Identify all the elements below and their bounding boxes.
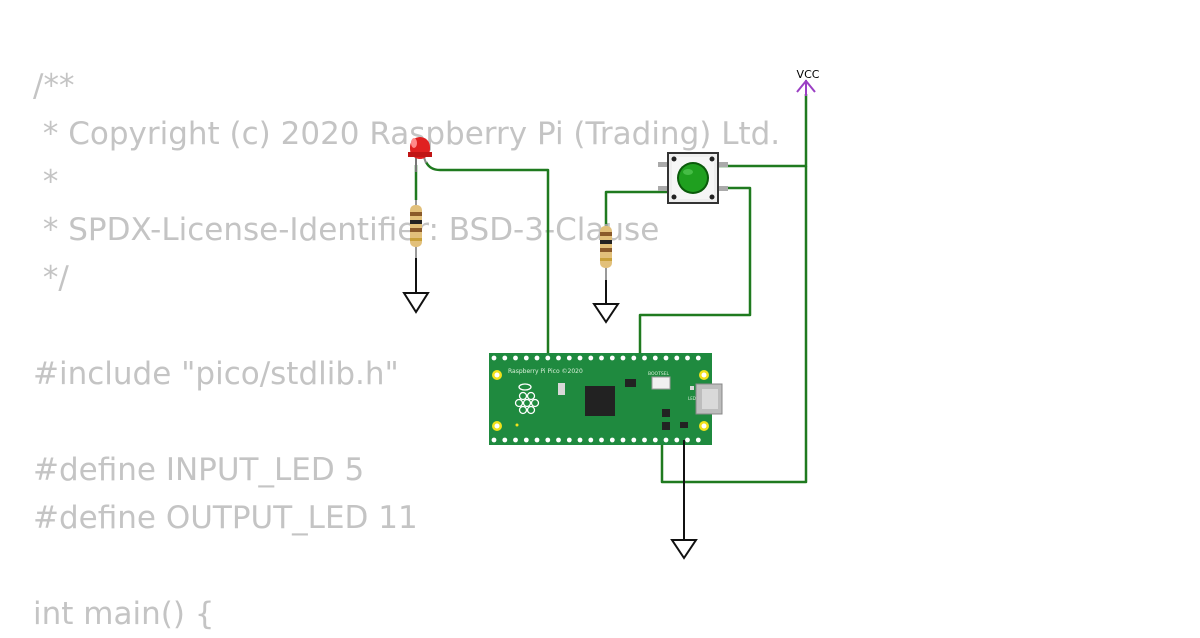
pico-pin[interactable] [545,437,551,443]
ground-symbol [592,303,620,324]
ground-symbol [670,539,698,560]
pico-pin[interactable] [566,355,572,361]
wire-pico-to-vcc[interactable] [660,166,808,484]
code-line: #define OUTPUT_LED 11 [33,500,418,536]
pico-pin[interactable] [652,355,658,361]
code-line: /** [33,68,75,104]
pico-pin[interactable] [566,437,572,443]
code-editor-background: /** * Copyright (c) 2020 Raspberry Pi (T… [33,62,780,638]
pico-pin[interactable] [631,437,637,443]
code-line: #define INPUT_LED 5 [33,452,365,488]
pico-pin[interactable] [609,355,615,361]
pico-pin[interactable] [556,355,561,361]
pico-pin[interactable] [674,355,680,361]
code-line: * SPDX-License-Identifier: BSD-3-Clause [33,212,660,248]
pico-pin[interactable] [523,355,529,361]
pico-pin[interactable] [663,437,669,443]
pico-pin[interactable] [663,355,669,361]
pico-silkscreen: Raspberry Pi Pico ©2020 [508,368,583,375]
pico-pin[interactable] [588,437,594,443]
red-led[interactable] [408,137,432,172]
pico-pin[interactable] [642,437,647,443]
raspberry-logo-icon [514,383,540,415]
vcc-symbol[interactable]: VCC [796,68,820,96]
pico-pin[interactable] [502,355,508,361]
pico-pins-bottom [491,437,701,443]
pico-pin[interactable] [588,355,594,361]
pico-pin[interactable] [545,355,551,361]
pico-pin[interactable] [534,437,540,443]
pico-pin[interactable] [534,355,540,361]
pico-pin[interactable] [642,355,647,361]
pico-pin[interactable] [577,437,583,443]
pico-pin[interactable] [599,437,604,443]
pico-pin[interactable] [599,355,604,361]
pico-pin[interactable] [685,437,690,443]
pico-pin[interactable] [577,355,583,361]
resistor-button[interactable] [600,224,612,284]
code-line: #include "pico/stdlib.h" [33,356,399,392]
pico-pin[interactable] [502,437,508,443]
pico-pin[interactable] [609,437,615,443]
pico-pin[interactable] [695,355,701,361]
resistor-led[interactable] [410,200,422,264]
pico-pin[interactable] [556,437,561,443]
pico-pin[interactable] [652,437,658,443]
code-line: */ [33,260,69,296]
wire-button-to-vcc[interactable] [718,94,808,168]
pico-pin[interactable] [513,437,518,443]
code-line: * [33,164,59,200]
led-label: LED [688,396,696,401]
bootsel-label: BOOTSEL [648,371,670,377]
pico-pin[interactable] [523,437,529,443]
raspberry-pi-pico[interactable]: Raspberry Pi Pico ©2020 BOOTSEL LED [489,353,723,445]
wire-resistor2-to-button[interactable] [604,190,668,228]
push-button[interactable] [658,152,728,204]
vcc-label: VCC [797,68,820,81]
pico-pins-top [491,355,701,361]
code-line: int main() { [33,596,215,632]
pico-pin[interactable] [620,437,626,443]
pico-pin[interactable] [491,355,497,361]
pico-pin[interactable] [674,437,680,443]
wire-led-to-pico[interactable] [424,161,550,358]
rp2040-chip [585,386,615,416]
pico-pin[interactable] [513,355,518,361]
pico-pin[interactable] [631,355,637,361]
pico-pin[interactable] [685,355,690,361]
code-line: * Copyright (c) 2020 Raspberry Pi (Tradi… [33,116,781,152]
pico-pin[interactable] [695,437,701,443]
wire-button-to-pico[interactable] [638,186,752,358]
pico-pin[interactable] [491,437,497,443]
pico-pin[interactable] [620,355,626,361]
wires [414,94,808,484]
bootsel-button[interactable] [651,376,671,390]
ground-symbol [402,292,430,314]
